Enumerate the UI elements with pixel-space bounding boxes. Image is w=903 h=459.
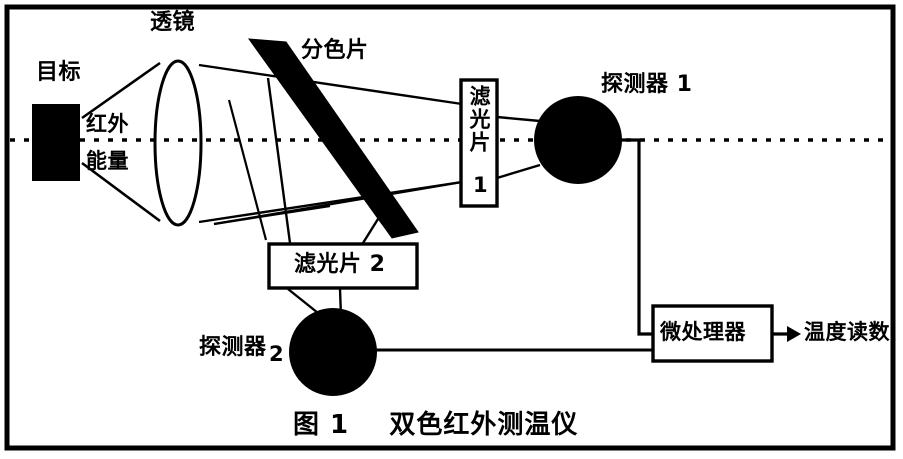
ray-reflected-right-to-filter2 [361,210,385,244]
figure-border [4,4,896,451]
detector1-circle [534,96,622,184]
label-filter1-index: 1 [473,173,489,197]
lens-element [153,59,203,227]
label-lens: 透镜 [150,10,196,35]
label-detector2-name: 探测器 [199,335,267,360]
label-temperature-readout: 温度读数 [804,320,890,344]
wire-detector1-to-microprocessor [616,138,653,336]
ray-target-top-to-lens [81,61,161,120]
label-infrared-energy-line1: 红外 [86,112,129,136]
label-detector2-index: 2 [269,342,285,366]
label-target: 目标 [36,60,82,85]
ray-reflected-left-to-filter2 [266,77,292,244]
label-infrared-energy-line2: 能量 [86,149,129,173]
dichroic-beamsplitter [247,38,419,239]
output-arrow-head-icon [787,326,801,342]
label-dichroic: 分色片 [301,38,369,63]
filter2-box [267,242,419,290]
ray-target-bottom-to-lens [81,161,161,223]
ray-filter1-bottom-to-detector1 [496,163,541,180]
detector2-circle [289,308,377,396]
label-filter2: 滤光片 2 [294,252,386,277]
label-microprocessor: 微处理器 [660,320,746,344]
ray-lower-field-short [213,204,331,226]
figure-caption: 图 1 双色红外测温仪 [293,410,579,440]
target-block [32,104,80,181]
ray-lens-top-converging [198,63,463,106]
ray-filter1-top-to-detector1 [496,115,541,123]
filter1-box [459,78,499,208]
label-detector1: 探测器 1 [601,72,693,97]
label-filter1: 滤光片 [467,85,491,154]
microprocessor-box [651,304,774,363]
